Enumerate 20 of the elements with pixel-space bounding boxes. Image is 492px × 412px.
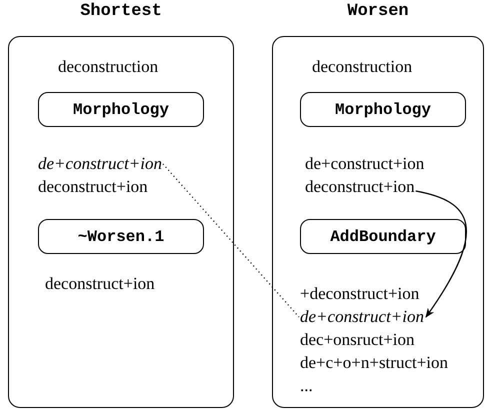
step-box: Morphology <box>300 92 466 127</box>
curved-arrow <box>416 190 467 318</box>
word-form: dec+onsruct+ion <box>300 330 415 350</box>
dotted-line <box>162 164 300 318</box>
word-form: de+c+o+n+struct+ion <box>300 353 448 373</box>
word-form: de+construct+ion <box>305 154 424 174</box>
panel-title: Worsen <box>346 2 410 21</box>
step-box: Morphology <box>38 92 204 127</box>
panel-title: Shortest <box>79 2 163 21</box>
word-form: ... <box>300 376 313 396</box>
word-form: +deconstruct+ion <box>300 284 420 304</box>
word-form: de+construct+ion <box>300 307 424 327</box>
step-box: AddBoundary <box>300 219 466 254</box>
word-form: deconstruct+ion <box>305 177 415 197</box>
word-form: de+construct+ion <box>38 154 162 174</box>
word-form: deconstruction <box>58 57 158 77</box>
word-form: deconstruct+ion <box>38 177 148 197</box>
step-box: ~Worsen.1 <box>38 219 204 254</box>
word-form: deconstruction <box>312 57 412 77</box>
word-form: deconstruct+ion <box>45 274 155 294</box>
